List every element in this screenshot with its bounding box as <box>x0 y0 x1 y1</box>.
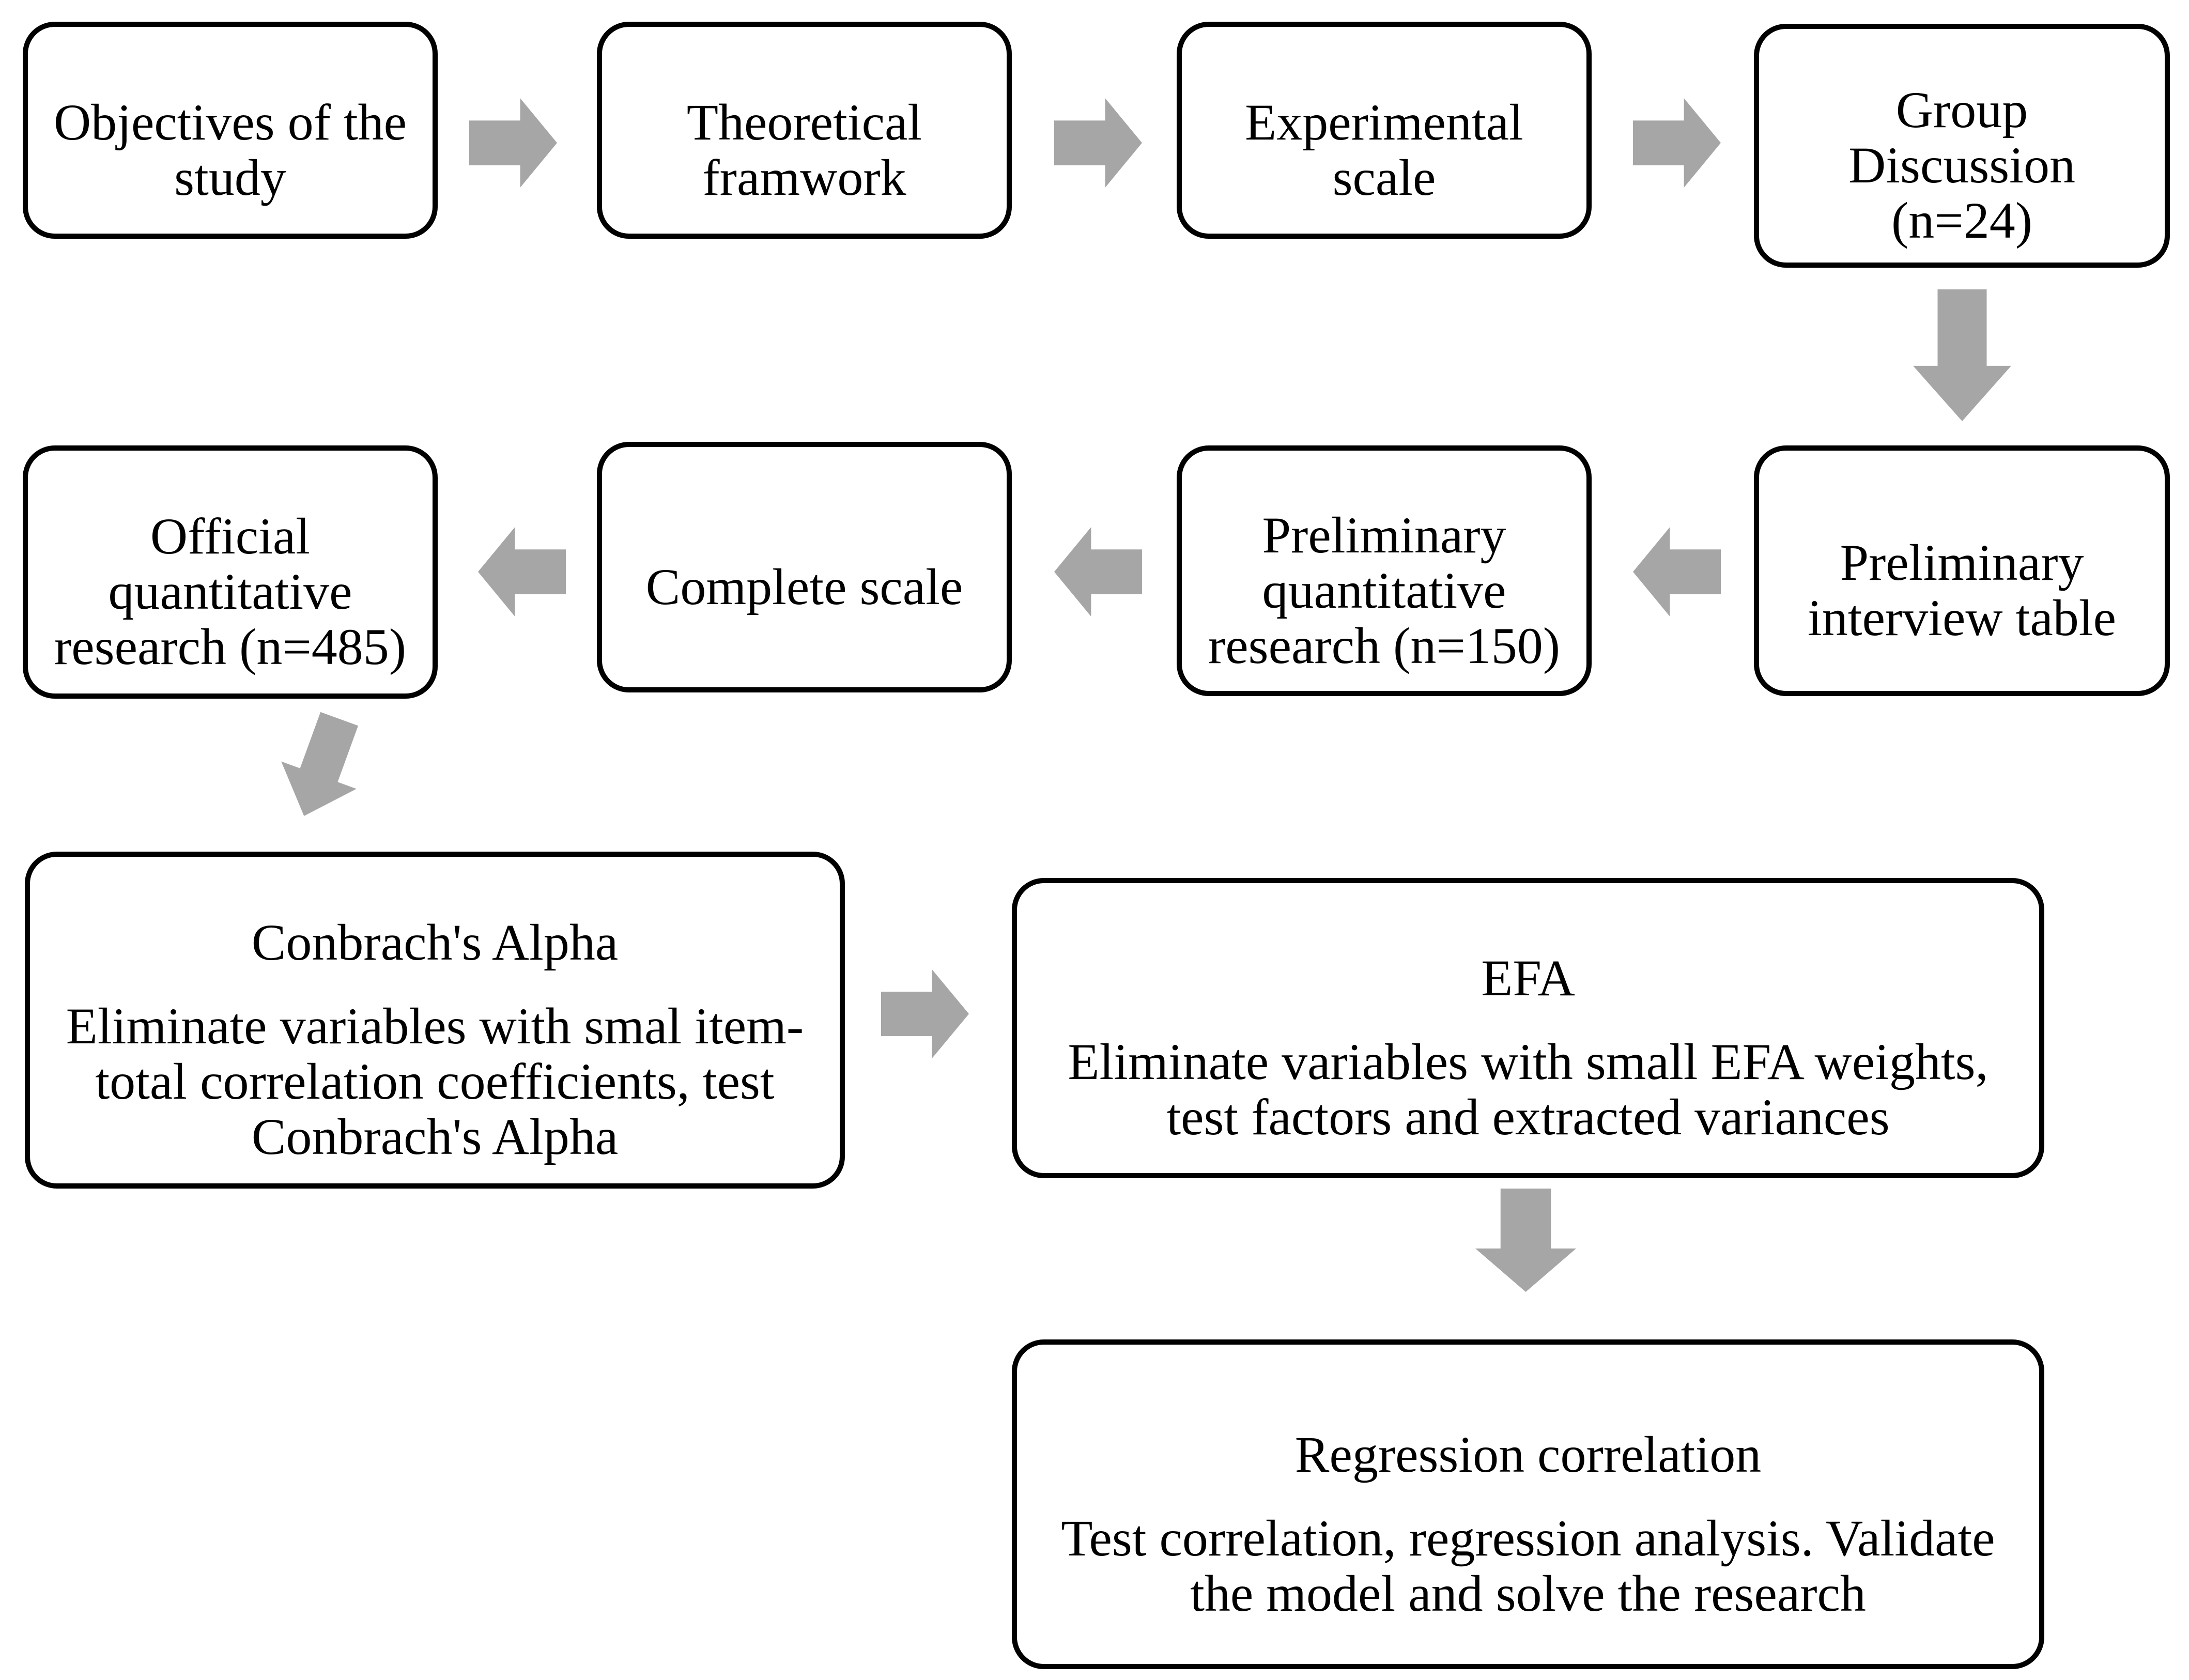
box-line: quantitative <box>108 563 352 620</box>
box-line: Eliminate variables with smal item- <box>66 997 804 1055</box>
flow-box-group-discussion: Group Discussion (n=24) <box>1754 24 2170 268</box>
arrow-shape <box>1633 98 1721 188</box>
arrow-shape <box>1054 527 1142 616</box>
flow-box-complete-scale: Complete scale <box>597 442 1012 692</box>
flow-arrow-down-icon <box>1913 289 2011 421</box>
flow-arrow-right-icon <box>1633 98 1721 188</box>
box-line: framwork <box>702 148 906 206</box>
box-line: Test correlation, regression analysis. V… <box>1061 1509 1995 1567</box>
box-line: Discussion <box>1848 136 2075 194</box>
box-body: Eliminate variables with smal item- tota… <box>66 998 804 1164</box>
arrow-shape <box>1633 527 1721 616</box>
box-line: Group <box>1895 81 2028 138</box>
flow-box-official-quantitative: Official quantitative research (n=485) <box>23 445 438 699</box>
box-line: Experimental <box>1245 93 1523 151</box>
box-line: study <box>174 148 286 206</box>
arrow-shape <box>469 98 557 188</box>
box-line: (n=24) <box>1891 192 2032 249</box>
flow-box-theoretical-framework: Theoretical framwork <box>597 22 1012 239</box>
box-line: Theoretical <box>686 93 922 151</box>
box-title: Regression correlation <box>1294 1425 1762 1483</box>
flow-arrow-left-icon <box>1054 527 1142 616</box>
box-line: research (n=150) <box>1208 616 1561 674</box>
flow-box-preliminary-quantitative: Preliminary quantitative research (n=150… <box>1177 445 1592 696</box>
flow-arrow-right-icon <box>469 98 557 188</box>
box-line: Conbrach's Alpha <box>251 1108 619 1165</box>
flow-box-experimental-scale: Experimental scale <box>1177 22 1592 239</box>
box-title: EFA <box>1481 949 1575 1007</box>
box-line: Official <box>150 507 311 565</box>
box-line: quantitative <box>1262 561 1506 619</box>
flow-box-efa: EFA Eliminate variables with small EFA w… <box>1012 878 2044 1178</box>
flow-arrow-right-icon <box>1054 98 1142 188</box>
box-line: total correlation coefficients, test <box>95 1053 775 1110</box>
flow-box-objectives: Objectives of the study <box>23 22 438 239</box>
box-line: Preliminary <box>1840 534 2084 591</box>
flow-arrow-left-icon <box>478 527 566 616</box>
arrow-shape <box>478 527 566 616</box>
box-line: Objectives of the <box>53 93 407 151</box>
box-title: Conbrach's Alpha <box>251 914 619 971</box>
box-line: Preliminary <box>1262 506 1506 564</box>
flow-arrow-down-tilted-icon <box>281 712 359 816</box>
flow-box-cronbachs-alpha: Conbrach's Alpha Eliminate variables wit… <box>25 852 845 1189</box>
arrow-shape <box>881 969 969 1058</box>
box-line: research (n=485) <box>54 618 407 675</box>
arrow-shape <box>281 712 359 816</box>
box-body: Test correlation, regression analysis. V… <box>1061 1511 1995 1621</box>
box-body: Eliminate variables with small EFA weigh… <box>1068 1034 1988 1145</box>
box-line: Eliminate variables with small EFA weigh… <box>1068 1033 1988 1090</box>
arrow-shape <box>1913 289 2011 421</box>
box-line: interview table <box>1808 589 2116 646</box>
box-line: Complete scale <box>645 558 963 615</box>
flow-box-preliminary-interview: Preliminary interview table <box>1754 445 2170 696</box>
box-line: scale <box>1332 148 1436 206</box>
box-line: test factors and extracted variances <box>1166 1088 1890 1146</box>
arrow-shape <box>1054 98 1142 188</box>
flow-arrow-left-icon <box>1633 527 1721 616</box>
flow-arrow-right-icon <box>881 969 969 1058</box>
flow-arrow-down-icon <box>1475 1189 1576 1292</box>
box-line: the model and solve the research <box>1190 1564 1866 1622</box>
arrow-shape <box>1475 1189 1576 1292</box>
flow-box-regression-correlation: Regression correlation Test correlation,… <box>1012 1339 2044 1669</box>
